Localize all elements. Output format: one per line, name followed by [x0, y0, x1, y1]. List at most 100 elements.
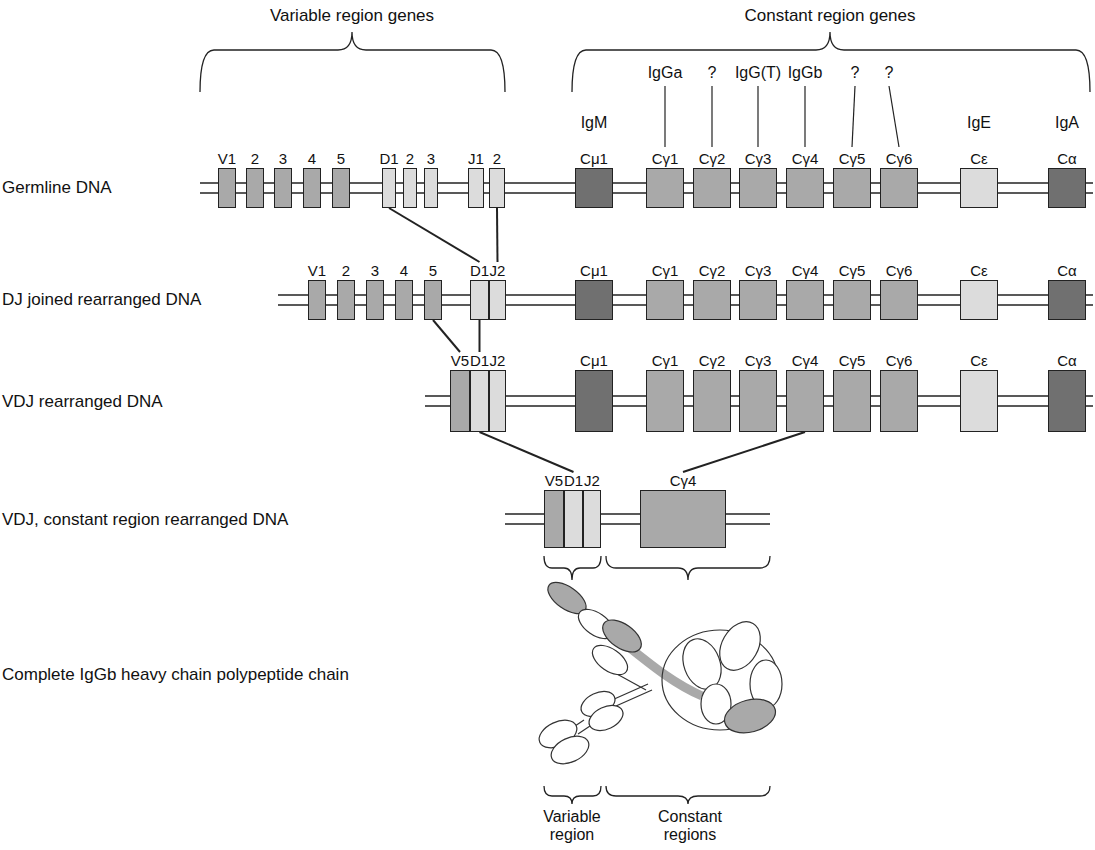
- segment-box: [640, 490, 726, 548]
- gene-segment: D1: [470, 352, 489, 432]
- segment-label: D1: [379, 150, 398, 167]
- segment-label: Cγ2: [699, 262, 726, 279]
- text-label: Variable region genes: [270, 6, 434, 26]
- gene-segment: Cγ3: [739, 262, 777, 320]
- segment-box: [303, 168, 321, 208]
- segment-box: [424, 280, 442, 320]
- rearrangement-line: [389, 208, 480, 262]
- segment-label: 3: [279, 150, 287, 167]
- segment-box: [1048, 280, 1086, 320]
- segment-label: J1: [468, 150, 484, 167]
- gene-segment: 5: [424, 262, 442, 320]
- gene-segment: J2: [583, 472, 601, 548]
- segment-label: Cε: [970, 262, 988, 279]
- gene-segment: 2: [403, 150, 417, 208]
- gene-segment: 5: [332, 150, 350, 208]
- segment-box: [218, 168, 236, 208]
- segment-box: [646, 168, 684, 208]
- text-label: IgA: [1055, 114, 1079, 132]
- bracket: [544, 786, 601, 804]
- segment-box: [1048, 370, 1086, 432]
- segment-label: V1: [308, 262, 326, 279]
- gene-segment: Cμ1: [575, 352, 613, 432]
- segment-box: [786, 280, 824, 320]
- gene-segment: Cγ2: [693, 262, 731, 320]
- bracket: [200, 32, 505, 92]
- segment-box: [880, 280, 918, 320]
- segment-label: Cε: [970, 352, 988, 369]
- text-label: IgGa: [648, 64, 683, 82]
- segment-label: 4: [400, 262, 408, 279]
- segment-label: Cγ1: [652, 150, 679, 167]
- segment-label: J2: [584, 472, 600, 489]
- gene-segment: 3: [274, 150, 292, 208]
- leader-line: [664, 86, 665, 147]
- segment-box: [470, 280, 489, 320]
- text-label: Complete IgGb heavy chain polypeptide ch…: [2, 665, 349, 685]
- text-label: ?: [851, 64, 860, 82]
- gene-segment: Cγ4: [786, 150, 824, 208]
- segment-label: 4: [308, 150, 316, 167]
- gene-segment: Cα: [1048, 262, 1086, 320]
- segment-label: Cμ1: [580, 352, 608, 369]
- gene-segment: V1: [218, 150, 236, 208]
- text-label: ?: [885, 64, 894, 82]
- segment-box: [960, 280, 998, 320]
- gene-segment: 4: [303, 150, 321, 208]
- segment-box: [366, 280, 384, 320]
- gene-segment: Cγ6: [880, 262, 918, 320]
- segment-box: [489, 168, 505, 208]
- gene-segment: Cγ3: [739, 150, 777, 208]
- segment-label: V1: [218, 150, 236, 167]
- gene-segment: Cγ6: [880, 150, 918, 208]
- segment-box: [337, 280, 355, 320]
- gene-segment: Cα: [1048, 352, 1086, 432]
- gene-segment: Cγ5: [833, 150, 871, 208]
- leader-line: [711, 86, 712, 147]
- gene-segment: Cγ4: [786, 352, 824, 432]
- gene-segment: J1: [468, 150, 484, 208]
- segment-box: [274, 168, 292, 208]
- text-label: VDJ, constant region rearranged DNA: [2, 510, 288, 530]
- gene-segment: V1: [308, 262, 326, 320]
- segment-box: [395, 280, 413, 320]
- gene-segment: V5: [450, 352, 470, 432]
- segment-label: Cγ6: [886, 262, 913, 279]
- text-label: ?: [708, 64, 717, 82]
- bracket: [544, 556, 601, 580]
- segment-label: D1: [470, 352, 489, 369]
- segment-box: [880, 370, 918, 432]
- gene-segment: Cγ5: [833, 352, 871, 432]
- segment-label: Cε: [970, 150, 988, 167]
- segment-box: [693, 168, 731, 208]
- segment-box: [403, 168, 417, 208]
- gene-segment: 3: [366, 262, 384, 320]
- segment-label: Cγ3: [745, 150, 772, 167]
- segment-box: [575, 370, 613, 432]
- segment-box: [575, 280, 613, 320]
- gene-segment: D1: [470, 262, 489, 320]
- leader-line: [804, 86, 805, 147]
- rearrangement-line: [480, 432, 574, 472]
- chain-link: [578, 726, 590, 734]
- segment-box: [786, 370, 824, 432]
- segment-box: [450, 370, 470, 432]
- segment-label: Cγ6: [886, 150, 913, 167]
- segment-label: Cα: [1057, 150, 1077, 167]
- segment-label: 5: [429, 262, 437, 279]
- rearrangement-line: [433, 320, 460, 352]
- text-label: Germline DNA: [2, 178, 112, 198]
- segment-label: Cγ1: [652, 352, 679, 369]
- gene-segment: D1: [564, 472, 583, 548]
- segment-label: Cγ2: [699, 150, 726, 167]
- segment-label: 5: [337, 150, 345, 167]
- segment-label: Cγ4: [792, 262, 819, 279]
- segment-label: J2: [490, 262, 506, 279]
- segment-box: [880, 168, 918, 208]
- segment-label: Cγ4: [670, 472, 697, 489]
- gene-segment: J2: [489, 262, 506, 320]
- segment-box: [646, 370, 684, 432]
- segment-box: [308, 280, 326, 320]
- gene-segment: Cγ2: [693, 150, 731, 208]
- text-label: VDJ rearranged DNA: [2, 392, 163, 412]
